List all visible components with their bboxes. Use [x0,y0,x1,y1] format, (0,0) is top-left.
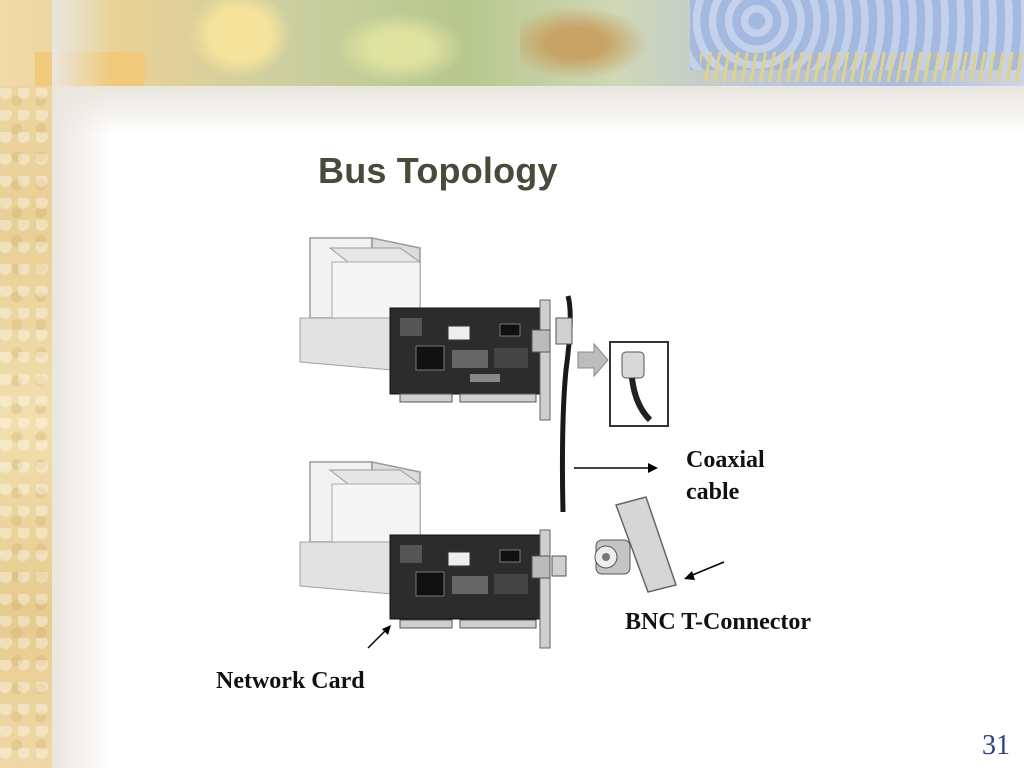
slide-title: Bus Topology [318,150,558,191]
slide-number: 31 [982,730,1010,761]
network-card-label: Network Card [216,668,365,694]
banner-leaf-1 [180,0,300,86]
connector-detail-box [609,341,669,427]
coaxial-cable-label: Coaxial cable [686,444,765,508]
coaxial-label-line1: Coaxial [686,447,765,473]
coaxial-cable [551,295,573,577]
banner-grass [700,52,1024,82]
zoom-arrow [577,342,609,378]
banner-leaf-3 [520,0,660,86]
label-pointers [367,463,725,649]
banner-shadow [52,86,1024,136]
network-card-1 [389,299,551,421]
left-texture-strip [0,0,52,768]
coaxial-label-line2: cable [686,479,740,505]
bnc-t-connector-icon [594,496,677,593]
network-card-2 [389,529,551,649]
bnc-connector-label: BNC T-Connector [625,609,812,635]
banner-leaf-2 [330,10,470,86]
